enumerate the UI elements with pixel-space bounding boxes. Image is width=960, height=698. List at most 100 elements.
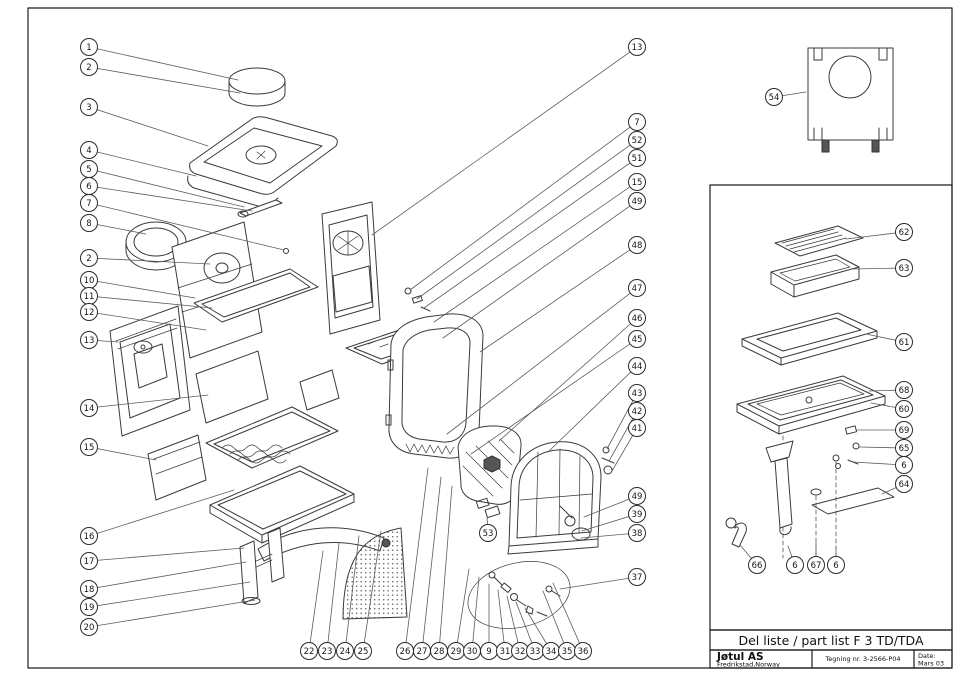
leader-line-6 <box>88 185 253 212</box>
svg-text:64: 64 <box>899 480 910 490</box>
leader-line-27 <box>421 476 442 652</box>
callout-26: 26 <box>396 642 414 660</box>
leader-line-25 <box>362 530 382 652</box>
callout-49: 49 <box>628 192 646 210</box>
leader-line-16 <box>88 489 235 537</box>
part-arched-door <box>507 441 602 555</box>
leader-line-10 <box>88 279 196 299</box>
callout-11: 11 <box>80 287 98 305</box>
leader-line-47 <box>446 287 638 435</box>
part-side-burn-plate <box>195 350 269 424</box>
svg-text:48: 48 <box>632 241 643 251</box>
part-back-panel <box>171 221 263 359</box>
callout-20: 20 <box>80 618 98 636</box>
svg-text:10: 10 <box>84 276 95 286</box>
callout-22: 22 <box>300 642 318 660</box>
callout-43: 43 <box>628 384 646 402</box>
part-plate-64 <box>811 487 895 515</box>
part-left-outer-panel <box>147 434 207 501</box>
callout-10: 10 <box>80 271 98 289</box>
callout-17: 17 <box>80 552 98 570</box>
callout-68: 68 <box>895 381 913 399</box>
svg-text:49: 49 <box>632 492 643 502</box>
callout-41: 41 <box>628 419 646 437</box>
callout-53: 53 <box>479 524 497 542</box>
svg-text:32: 32 <box>515 647 526 657</box>
callout-36: 36 <box>574 642 592 660</box>
leader-line-37 <box>559 576 638 590</box>
company-name: Jøtul AS <box>716 651 764 663</box>
part-grate <box>774 225 864 257</box>
callout-48: 48 <box>628 236 646 254</box>
svg-text:54: 54 <box>769 93 780 103</box>
callout-65: 65 <box>895 439 913 457</box>
callout-2: 2 <box>80 58 98 76</box>
callout-7: 7 <box>628 113 646 131</box>
callout-6: 6 <box>827 556 845 574</box>
svg-text:25: 25 <box>358 647 369 657</box>
callout-66: 66 <box>748 556 766 574</box>
part-latch-small-parts <box>404 287 431 312</box>
leader-line-22 <box>308 550 324 652</box>
svg-text:44: 44 <box>632 362 643 372</box>
callout-19: 19 <box>80 598 98 616</box>
part-clip-53 <box>475 497 501 519</box>
callout-46: 46 <box>628 309 646 327</box>
svg-text:6: 6 <box>833 561 838 571</box>
date-label: Date: <box>918 652 936 660</box>
svg-text:23: 23 <box>322 647 333 657</box>
svg-text:36: 36 <box>578 647 589 657</box>
svg-text:45: 45 <box>632 335 643 345</box>
leader-line-11 <box>88 295 213 309</box>
svg-text:65: 65 <box>899 444 910 454</box>
svg-text:9: 9 <box>486 647 491 657</box>
callout-30: 30 <box>463 642 481 660</box>
part-baffle-plate <box>205 406 339 469</box>
leader-line-19 <box>88 581 251 608</box>
svg-text:6: 6 <box>901 461 906 471</box>
callout-23: 23 <box>318 642 336 660</box>
svg-text:2: 2 <box>86 254 91 264</box>
title-block-title: Del liste / part list F 3 TD/TDA <box>738 633 924 648</box>
leader-line-29 <box>455 568 470 652</box>
callout-6: 6 <box>786 556 804 574</box>
callout-42: 42 <box>628 402 646 420</box>
leader-line-24 <box>344 535 360 652</box>
callout-1: 1 <box>80 38 98 56</box>
svg-text:31: 31 <box>500 647 511 657</box>
svg-text:60: 60 <box>899 405 910 415</box>
svg-text:51: 51 <box>632 154 643 164</box>
callout-7: 7 <box>80 194 98 212</box>
callout-51: 51 <box>628 149 646 167</box>
callout-12: 12 <box>80 303 98 321</box>
svg-text:41: 41 <box>632 424 643 434</box>
svg-text:30: 30 <box>467 647 478 657</box>
title-block: Del liste / part list F 3 TD/TDA Jøtul A… <box>709 629 953 669</box>
svg-text:7: 7 <box>634 118 639 128</box>
callout-15: 15 <box>80 438 98 456</box>
callout-37: 37 <box>628 568 646 586</box>
leader-lines-layer <box>88 46 905 652</box>
leader-line-13 <box>371 46 638 236</box>
svg-text:11: 11 <box>84 292 95 302</box>
part-scraper-tool <box>237 199 289 254</box>
svg-text:42: 42 <box>632 407 643 417</box>
callout-13: 13 <box>628 38 646 56</box>
svg-text:38: 38 <box>632 529 643 539</box>
callout-60: 60 <box>895 400 913 418</box>
leader-line-46 <box>498 317 638 442</box>
part-riddling-rod <box>765 435 840 559</box>
svg-text:13: 13 <box>84 336 95 346</box>
svg-text:33: 33 <box>530 647 541 657</box>
callout-67: 67 <box>807 556 825 574</box>
callout-33: 33 <box>526 642 544 660</box>
svg-text:1: 1 <box>86 43 91 53</box>
svg-text:15: 15 <box>84 443 95 453</box>
part-bottom-plate <box>209 465 355 544</box>
part-small-fittings <box>835 425 860 469</box>
leader-line-5 <box>88 168 245 208</box>
callout-61: 61 <box>895 333 913 351</box>
leader-line-42 <box>608 410 638 462</box>
callout-6: 6 <box>895 456 913 474</box>
